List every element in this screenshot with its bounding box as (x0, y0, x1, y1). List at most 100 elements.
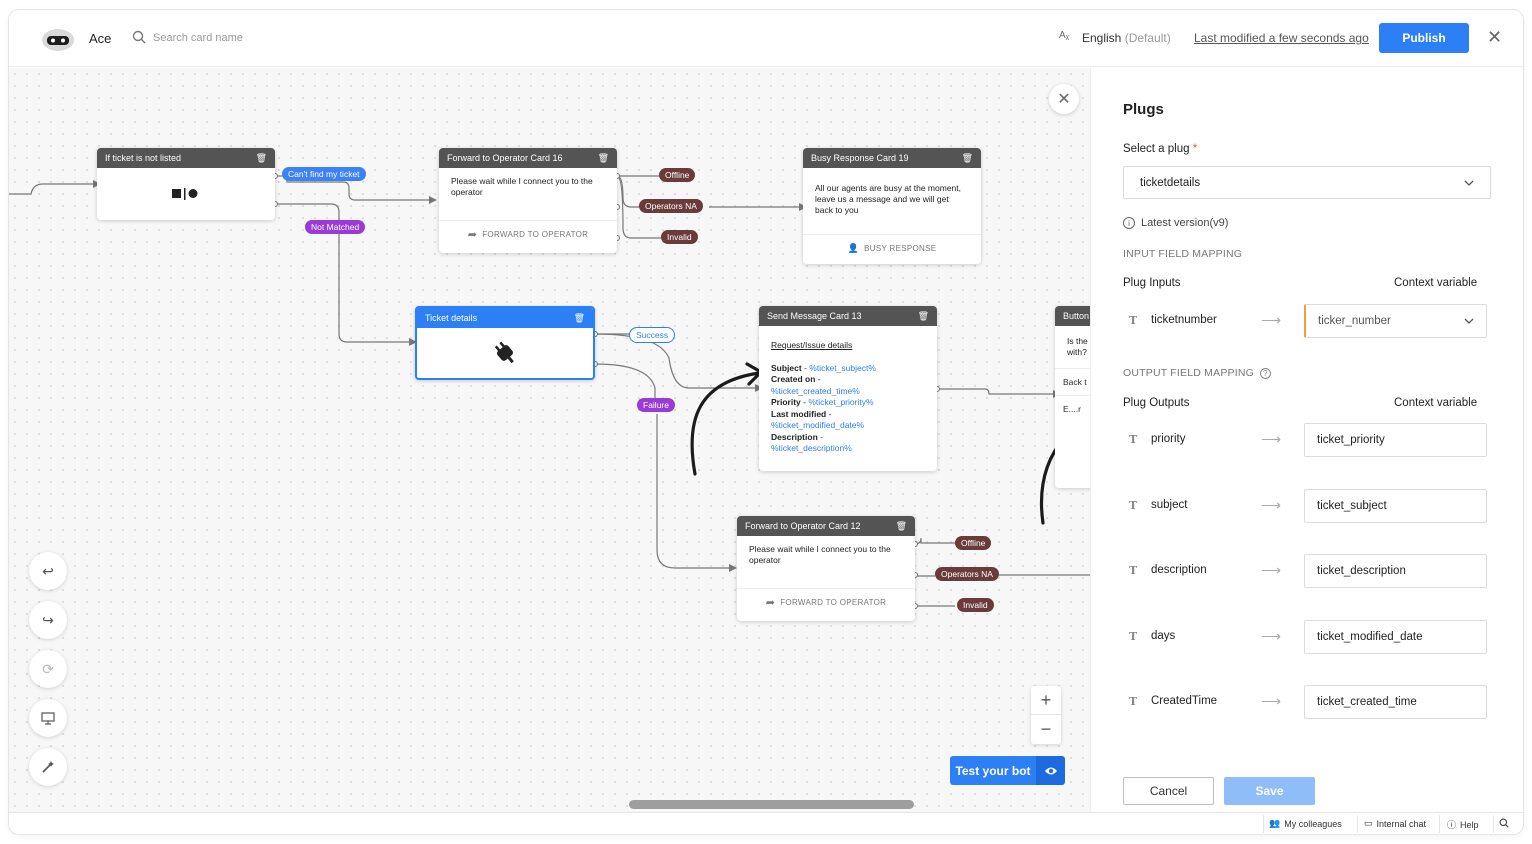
text-type-icon: T (1129, 695, 1138, 708)
arrow-right-icon: ⟶ (1261, 431, 1282, 447)
plug-outputs-label: Plug Outputs (1123, 397, 1190, 409)
divider (1263, 815, 1264, 833)
context-variable-input[interactable]: ticket_description (1304, 554, 1487, 588)
card-header: Forward to Operator Card 12 🗑 (737, 516, 915, 536)
info-icon: i (1123, 217, 1135, 229)
message-body: Request/Issue details Subject - %ticket_… (759, 326, 937, 463)
message-line: Priority - %ticket_priority% (771, 397, 874, 407)
chevron-down-icon (1464, 180, 1474, 186)
trash-icon[interactable]: 🗑 (573, 312, 585, 323)
flow-canvas[interactable]: If ticket is not listed 🗑 Forward to Ope… (9, 68, 1090, 812)
card-send-message-13[interactable]: Send Message Card 13 🗑 Request/Issue det… (759, 306, 937, 471)
output-name: subject (1151, 499, 1188, 511)
card-title: Busy Response Card 19 (811, 153, 909, 163)
test-bot-button[interactable]: Test your bot (950, 756, 1065, 785)
close-panel-icon[interactable]: ✕ (1049, 84, 1079, 114)
card-ticket-not-listed[interactable]: If ticket is not listed 🗑 (97, 148, 275, 220)
context-variable-input[interactable]: ticket_subject (1304, 489, 1487, 523)
monitor-icon[interactable] (29, 699, 67, 737)
eye-icon[interactable] (1036, 756, 1065, 785)
arrow-right-icon: ⟶ (1261, 562, 1282, 578)
text-type-icon: T (1129, 564, 1138, 577)
output-mapping-row: T subject ⟶ ticket_subject (1123, 489, 1491, 523)
context-variable-input[interactable]: ticket_created_time (1304, 685, 1487, 719)
search-icon (132, 30, 146, 44)
trash-icon[interactable]: 🗑 (917, 310, 929, 321)
card-busy-response-19[interactable]: Busy Response Card 19 🗑 All our agents a… (803, 148, 981, 264)
plugs-panel: Plugs Select a plug * ticketdetails i La… (1090, 68, 1523, 812)
branch-success[interactable]: Success (629, 327, 676, 343)
trash-icon[interactable]: 🗑 (895, 520, 907, 531)
selected-plug: ticketdetails (1140, 176, 1201, 189)
card-footer: ➦ FORWARD TO OPERATOR (439, 220, 617, 248)
message-heading: Request/Issue details (771, 340, 853, 350)
internal-chat-button[interactable]: ▭Internal chat (1364, 818, 1427, 829)
test-bot-label[interactable]: Test your bot (950, 756, 1036, 785)
context-variable-input[interactable]: ticket_modified_date (1304, 620, 1487, 654)
select-plug-label: Select a plug * (1123, 143, 1198, 155)
help-icon[interactable]: ? (1260, 367, 1271, 379)
save-button[interactable]: Save (1224, 777, 1315, 805)
undo-icon[interactable]: ↩ (29, 552, 67, 590)
card-title: If ticket is not listed (105, 153, 182, 163)
arrow-right-icon: ⟶ (1261, 628, 1282, 644)
colleagues-icon: 👥 (1269, 818, 1281, 828)
trash-icon[interactable]: 🗑 (255, 152, 267, 163)
card-ticket-details[interactable]: Ticket details 🗑 (415, 306, 595, 380)
last-modified-link[interactable]: Last modified a few seconds ago (1194, 31, 1369, 45)
card-forward-operator-16[interactable]: Forward to Operator Card 16 🗑 Please wai… (439, 148, 617, 253)
branch-operators-na[interactable]: Operators NA (639, 199, 703, 213)
context-variable-label: Context variable (1394, 397, 1478, 409)
bot-name[interactable]: Ace (89, 31, 112, 46)
branch-offline[interactable]: Offline (659, 168, 696, 182)
context-variable-input[interactable]: ticket_priority (1304, 423, 1487, 457)
language-label: English (1082, 31, 1122, 45)
close-icon[interactable]: ✕ (1487, 27, 1503, 47)
trash-icon[interactable]: 🗑 (961, 152, 973, 163)
card-title: Ticket details (425, 313, 478, 323)
branch-operators-na[interactable]: Operators NA (935, 567, 999, 581)
cancel-button[interactable]: Cancel (1123, 777, 1214, 805)
my-colleagues-button[interactable]: 👥My colleagues (1269, 818, 1342, 829)
context-variable-select[interactable]: ticker_number (1304, 304, 1487, 338)
magic-wand-icon[interactable] (29, 748, 67, 786)
branch-not-matched[interactable]: Not Matched (305, 220, 366, 234)
output-name: CreatedTime (1151, 695, 1218, 707)
zoom-in-icon[interactable]: + (1031, 686, 1061, 715)
trash-icon[interactable]: 🗑 (597, 152, 609, 163)
top-bar: Ace Search card name Aᵪ English (Default… (9, 10, 1523, 67)
output-mapping-row: T priority ⟶ ticket_priority (1123, 423, 1491, 457)
publish-button[interactable]: Publish (1379, 23, 1469, 53)
plug-inputs-label: Plug Inputs (1123, 277, 1181, 289)
branch-failure[interactable]: Failure (637, 398, 675, 412)
zoom-out-icon[interactable]: − (1040, 719, 1052, 739)
bot-logo-icon (42, 29, 74, 51)
message-line: Last modified -%ticket_modified_date% (771, 408, 865, 431)
footer-search-icon[interactable] (1499, 818, 1509, 828)
language-selector[interactable]: English (Default) (1082, 31, 1171, 45)
redo-icon[interactable]: ↪ (29, 601, 67, 639)
branch-cant-find-ticket[interactable]: Can't find my ticket (282, 167, 366, 181)
divider (1439, 815, 1440, 833)
card-footer: 👤 BUSY RESPONSE (803, 234, 981, 262)
card-header: Ticket details 🗑 (417, 308, 593, 328)
card-forward-operator-12[interactable]: Forward to Operator Card 12 🗑 Please wai… (737, 516, 915, 621)
search-input[interactable]: Search card name (153, 32, 243, 44)
branch-offline[interactable]: Offline (955, 536, 992, 550)
chevron-down-icon (1464, 318, 1474, 324)
card-title: Forward to Operator Card 12 (745, 521, 861, 531)
panel-title: Plugs (1123, 101, 1164, 118)
card-button-partial[interactable]: Button Is the with? Back t E....r (1055, 306, 1090, 488)
output-mapping-row: T CreatedTime ⟶ ticket_created_time (1123, 685, 1491, 719)
button-option[interactable]: E....r (1055, 395, 1090, 422)
plug-select[interactable]: ticketdetails (1123, 166, 1491, 199)
branch-invalid[interactable]: Invalid (957, 598, 994, 612)
message-line: Created on -%ticket_created_time% (771, 374, 860, 396)
divider (1493, 815, 1494, 833)
chat-icon: ▭ (1364, 818, 1373, 828)
refresh-icon[interactable]: ⟳ (29, 650, 67, 688)
button-option[interactable]: Back t (1055, 368, 1090, 395)
horizontal-scrollbar[interactable] (629, 800, 914, 809)
branch-invalid[interactable]: Invalid (661, 230, 698, 244)
